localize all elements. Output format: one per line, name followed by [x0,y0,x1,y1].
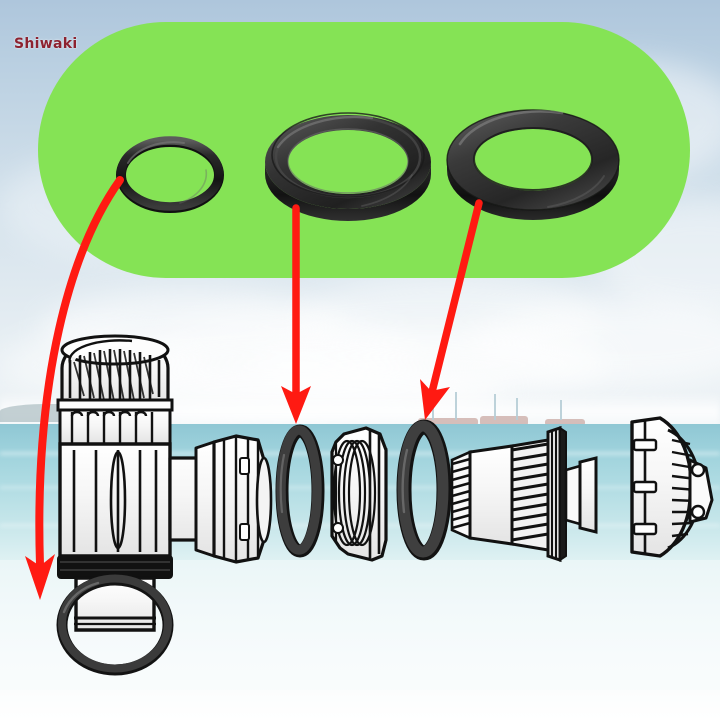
part-valve-oring-installed [56,574,174,676]
distant-boat [418,418,478,426]
distant-boat [545,419,585,426]
ring-medium-gasket [262,105,434,221]
part-hose-coupling-nut [194,434,273,564]
ring-large-flat-washer [444,102,622,220]
part-flat-washer [396,419,452,561]
distant-mast [455,392,457,420]
ring-small-o-ring [110,130,230,216]
part-threaded-lock-ring [330,426,388,562]
part-threaded-bulkhead-fitting [450,425,598,563]
wet-sand [0,690,720,720]
distant-mast [560,400,562,420]
brand-watermark: Shiwaki [14,36,78,52]
part-gasket-seal [275,424,325,558]
part-strainer-cap [630,416,714,558]
distant-mast [494,394,496,420]
distant-boat [480,416,528,426]
distant-mast [516,398,518,420]
